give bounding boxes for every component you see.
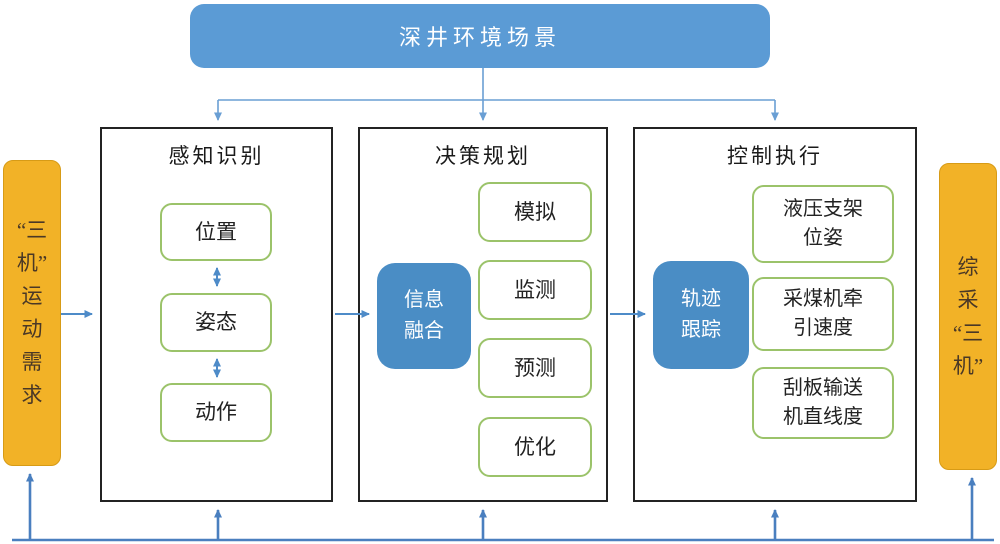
column-title: 决策规划 xyxy=(435,144,531,168)
env-scene-banner: 深井环境场景 xyxy=(190,4,770,68)
info-fusion-hub: 信息 融合 xyxy=(377,263,471,369)
column-title: 控制执行 xyxy=(727,144,823,168)
panel-line: 采 xyxy=(957,287,979,312)
panel-line: “三 xyxy=(952,320,984,345)
decision-column: 决策规划 信息 融合 模拟 监测 预测 优化 xyxy=(358,127,608,502)
node-shearer-speed: 采煤机牵 引速度 xyxy=(752,277,894,351)
node-action: 动作 xyxy=(160,383,272,442)
column-title: 感知识别 xyxy=(168,144,265,168)
perception-column: 感知识别 位置 姿态 动作 xyxy=(100,127,333,502)
motion-demand-panel: “三 机” 运 动 需 求 xyxy=(3,160,61,466)
panel-line: 综 xyxy=(957,254,979,279)
node-support-posture: 液压支架 位姿 xyxy=(752,185,894,263)
panel-line: 运 xyxy=(21,284,43,308)
panel-line: “三 xyxy=(16,218,48,242)
node-monitoring: 监测 xyxy=(478,260,592,320)
trajectory-tracking-hub: 轨迹 跟踪 xyxy=(653,261,749,369)
node-position: 位置 xyxy=(160,203,272,261)
fully-mechanized-panel: 综 采 “三 机” xyxy=(939,163,997,470)
panel-line: 需 xyxy=(21,350,43,374)
panel-line: 求 xyxy=(21,383,43,407)
node-prediction: 预测 xyxy=(478,338,592,398)
panel-line: 机” xyxy=(952,353,984,378)
node-posture: 姿态 xyxy=(160,293,272,352)
node-conveyor-straightness: 刮板输送 机直线度 xyxy=(752,367,894,439)
node-simulation: 模拟 xyxy=(478,182,592,242)
panel-line: 动 xyxy=(21,317,43,341)
control-column: 控制执行 轨迹 跟踪 液压支架 位姿 采煤机牵 引速度 刮板输送 机直线度 xyxy=(633,127,917,502)
panel-line: 机” xyxy=(16,251,48,275)
node-optimization: 优化 xyxy=(478,417,592,477)
